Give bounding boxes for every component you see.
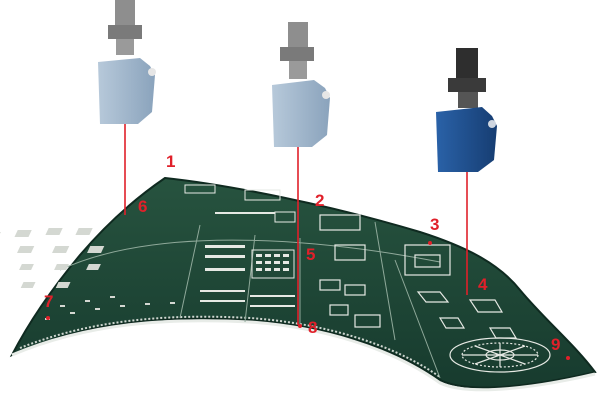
label-8: 8 [308,318,317,337]
label-9: 9 [551,335,560,354]
label-2: 2 [315,191,324,210]
label-4: 4 [478,275,488,294]
connector-icon [488,120,496,128]
connector-icon [322,91,330,99]
label-1: 1 [166,152,175,171]
label-3: 3 [430,215,439,234]
marker-dot-8 [298,324,302,328]
sensor-left [98,0,156,124]
pcb-board [0,176,597,392]
pad-array-left [0,228,105,289]
sensor-middle [272,22,330,147]
component-grid-middle [184,184,296,307]
laser-lines [124,124,468,325]
callout-labels: 1 2 3 4 5 6 7 8 9 [44,152,560,354]
sensor-right [436,48,497,172]
label-6: 6 [138,197,147,216]
label-5: 5 [306,245,315,264]
marker-dot-3 [428,241,432,245]
connector-icon [148,68,156,76]
marker-dot-9 [566,356,570,360]
marker-dot-7 [46,316,50,320]
component-area-right [319,214,551,373]
label-7: 7 [44,292,53,311]
